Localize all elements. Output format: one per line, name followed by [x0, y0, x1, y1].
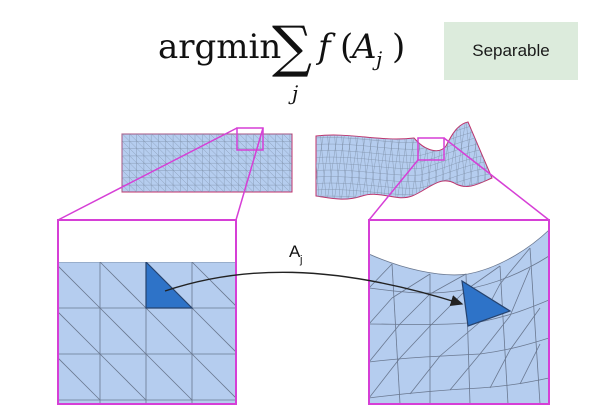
- source-zoom-selector: [236, 127, 264, 151]
- mesh-edge: [166, 133, 225, 193]
- mesh-edge: [158, 133, 218, 193]
- mesh-edge: [260, 133, 293, 166]
- mesh-edge: [231, 133, 291, 193]
- mesh-edge: [316, 133, 492, 156]
- arrow-label-subscript: j: [299, 254, 302, 266]
- mesh-edge: [494, 118, 508, 208]
- mesh-edge: [316, 146, 492, 169]
- close-paren: ): [392, 27, 405, 67]
- mesh-edge: [187, 133, 247, 193]
- deformed-zoom-selector: [417, 137, 445, 161]
- mapping-arrow: [164, 271, 464, 306]
- mesh-edge: [180, 133, 239, 193]
- mesh-edge: [486, 122, 492, 200]
- mesh-edge: [486, 122, 492, 200]
- source-triangle: [145, 262, 194, 309]
- source-zoom-panel: [57, 219, 237, 405]
- argmin-operator: argmin: [158, 27, 281, 67]
- mesh-edge: [246, 133, 293, 180]
- mesh-edge: [239, 133, 293, 187]
- zoom-connectors: [57, 127, 550, 221]
- mesh-edge: [173, 133, 232, 193]
- mesh-edge: [316, 159, 492, 182]
- deformed-mesh: [315, 118, 508, 208]
- mesh-edge: [253, 133, 293, 173]
- mesh-edge: [121, 140, 174, 193]
- mesh-edge: [290, 133, 293, 136]
- separable-tag: Separable: [444, 22, 578, 80]
- argument-subscript: j: [372, 47, 382, 71]
- mesh-edge: [494, 118, 502, 208]
- open-paren: (: [340, 27, 353, 67]
- mesh-edge: [121, 155, 159, 193]
- mesh-edge: [122, 133, 181, 193]
- mesh-edge: [209, 133, 269, 193]
- mesh-edge: [136, 133, 196, 193]
- mesh-edge: [129, 133, 188, 193]
- mesh-edge: [144, 133, 203, 193]
- mesh-edge: [217, 133, 276, 193]
- mesh-edge: [121, 162, 152, 193]
- mesh-edge: [282, 133, 293, 144]
- target-triangle: [461, 279, 512, 327]
- sum-symbol: ∑: [272, 15, 312, 80]
- mesh-edge: [224, 133, 283, 193]
- arrow-label: A: [289, 242, 301, 261]
- mesh-edge: [151, 133, 210, 193]
- function-name: f: [315, 27, 336, 67]
- mesh-edge: [316, 122, 321, 200]
- formula: argmin ∑ j f ( A j ): [158, 15, 405, 105]
- mesh-edge: [202, 133, 261, 193]
- mesh-edge: [316, 178, 492, 200]
- mesh-diagram: A j: [57, 118, 550, 405]
- mesh-edge: [316, 139, 492, 163]
- separable-label: Separable: [472, 41, 550, 60]
- mesh-edge: [275, 133, 293, 151]
- mesh-edge: [268, 133, 293, 158]
- function-argument: A: [349, 27, 377, 67]
- deformed-zoom-panel: [368, 219, 550, 405]
- mesh-edge: [121, 148, 166, 193]
- mesh-edge: [121, 177, 137, 193]
- sum-index: j: [288, 81, 298, 105]
